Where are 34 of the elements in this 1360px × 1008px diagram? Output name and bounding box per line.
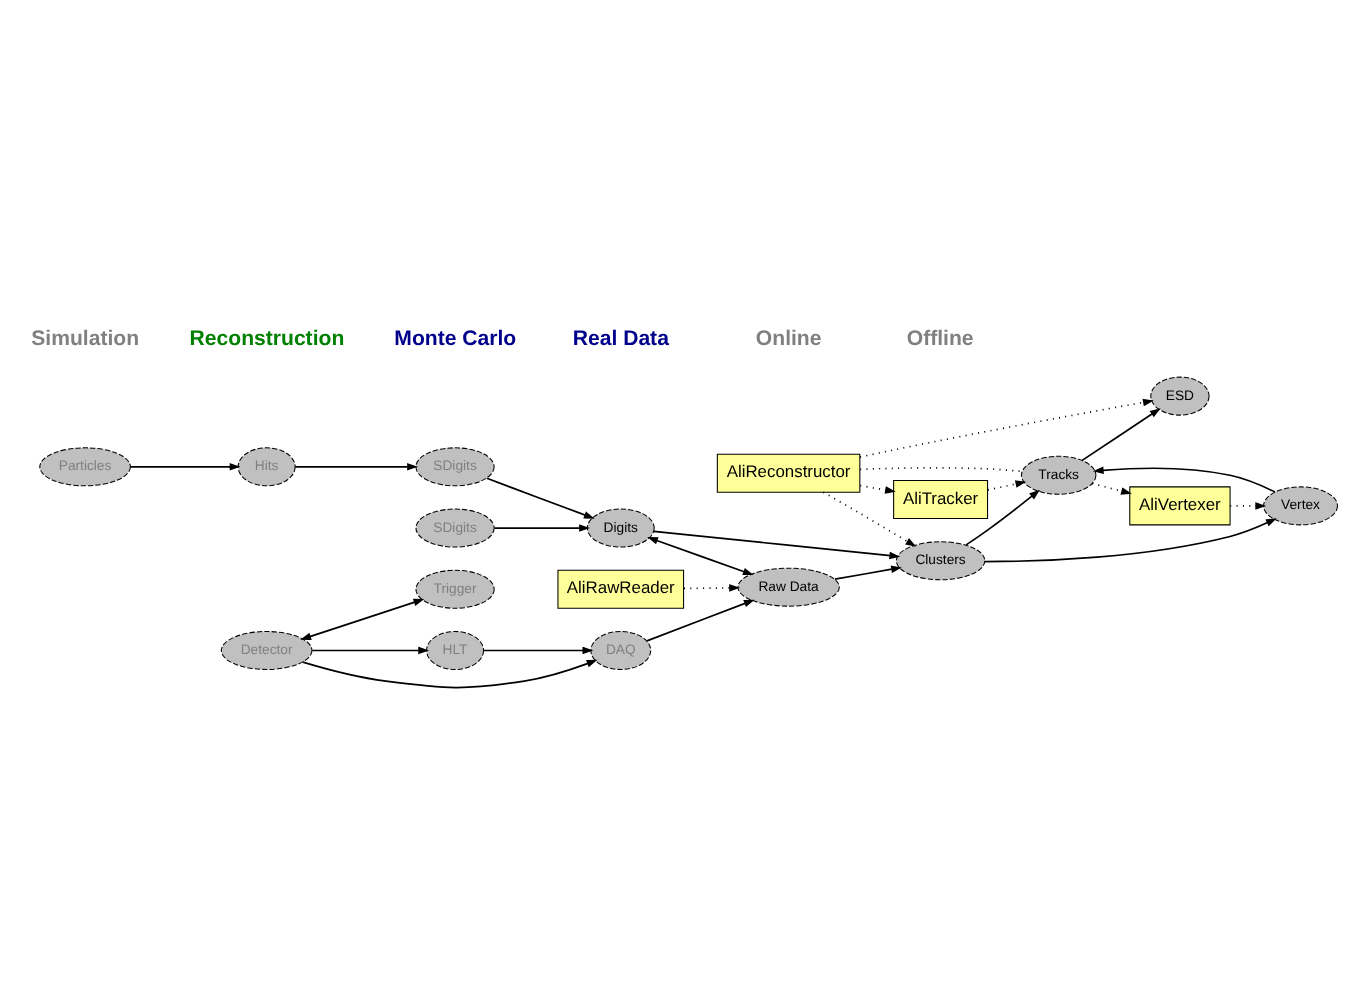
arrow [302,658,598,688]
arrow [683,583,740,591]
node-box: AliRawReader [557,568,685,608]
arrow [652,529,901,559]
arrow [986,479,1027,490]
arrow [965,488,1040,545]
label: Online [755,326,822,351]
arrow [834,564,902,579]
arrow [647,536,754,575]
arrow [1091,481,1132,494]
arrow [493,523,590,531]
label: Monte Carlo [394,326,517,351]
arrow [859,483,896,493]
arrow [483,645,594,654]
arrow [1081,407,1161,461]
node-box: AliVertexer [1129,485,1231,525]
label: Reconstruction [189,326,345,351]
arrow [300,597,425,639]
arrow [311,645,430,654]
label: Real Data [572,326,669,351]
arrow [859,397,1154,457]
arrow [294,462,418,470]
arrow [1229,501,1267,509]
arrow [129,462,241,470]
node-box: AliReconstructor [716,452,861,492]
arrow [486,476,595,518]
connector [859,466,1023,472]
node-box: AliTracker [893,479,989,519]
arrow [984,517,1277,562]
label: Offline [906,326,974,351]
arrow [646,598,755,641]
arrow [1092,465,1276,492]
label: Simulation [31,326,140,351]
arrow [822,490,917,546]
